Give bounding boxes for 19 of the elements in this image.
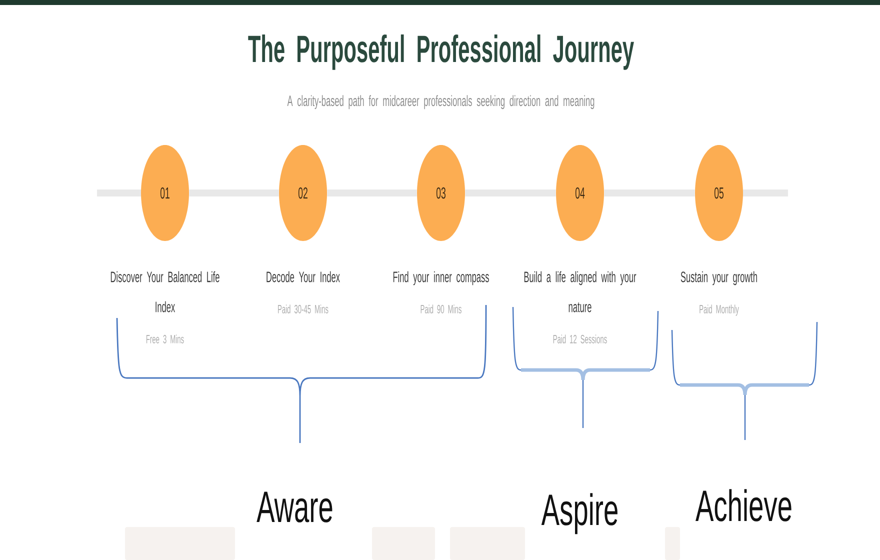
stage-label: Aware <box>256 492 332 522</box>
subtitle: A clarity-based path for midcareer professionals seeking direction and meaning <box>287 95 594 110</box>
connector-line <box>189 190 279 196</box>
title: The Purposeful Professional Journey <box>248 34 634 70</box>
step-title: Build a life aligned with your nature <box>524 271 636 312</box>
duration-text: Paid 30-45 Mins <box>278 304 328 314</box>
duration-text: Paid 90 Mins <box>420 304 462 314</box>
stage-label: Achieve <box>696 489 792 522</box>
duration-text: Free 3 Mins <box>146 334 184 344</box>
step-title: Discover Your Balanced Life Index <box>110 271 220 312</box>
step-title: Find your inner compass <box>393 271 489 286</box>
connector-line <box>465 190 556 196</box>
duration-text: Paid Monthly <box>700 304 739 316</box>
connector-line <box>327 190 417 196</box>
step-title: Sustain your growth <box>680 271 757 286</box>
step-title: Decode Your Index <box>266 271 340 282</box>
duration-text: Paid 12 Sessions <box>553 334 607 344</box>
connector-line <box>604 190 695 196</box>
stage-label: Aspire <box>541 493 618 534</box>
